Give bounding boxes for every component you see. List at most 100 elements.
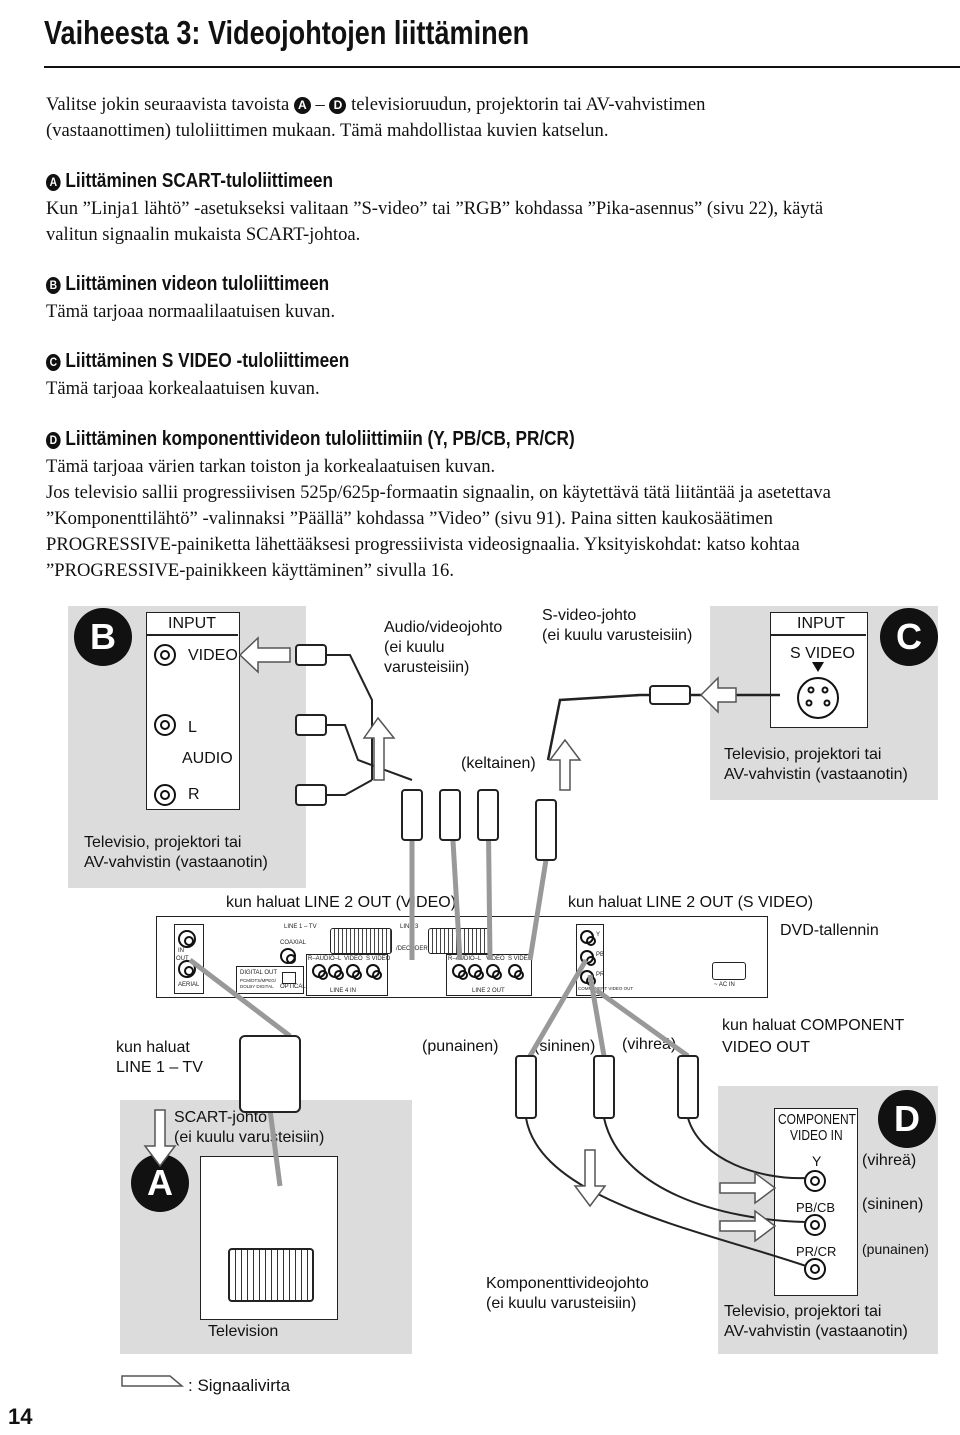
panel-svideo-2: S VIDEO (508, 956, 533, 962)
panel-acin: ~ AC IN (714, 982, 735, 988)
line4-l-jack (328, 964, 344, 980)
tv-b-caption-1: Televisio, projektori tai (84, 834, 242, 851)
panel-pcm: PCM/DTS/MPEG/ (240, 978, 277, 983)
panel-coaxial: COAXIAL (280, 940, 307, 946)
tv-a-panel (200, 1156, 338, 1320)
letter-d-badge: D (878, 1090, 936, 1148)
section-c-heading: C Liittäminen S VIDEO -tuloliittimeen (46, 350, 349, 373)
ac-in-port (712, 962, 746, 980)
scart-to-recorder (188, 958, 292, 1038)
tv-d-caption-2: AV-vahvistin (vastaanotin) (724, 1323, 908, 1340)
tv-c-caption-2: AV-vahvistin (vastaanotin) (724, 766, 908, 783)
panel-line3: LINE 3 (400, 924, 419, 930)
letter-d-icon: D (46, 432, 61, 449)
page-number: 14 (8, 1404, 33, 1429)
tv-b-audio-label: AUDIO (182, 750, 233, 767)
line2-svideo-jack (508, 964, 524, 980)
title-rule (44, 66, 960, 68)
tv-d-red-label: (punainen) (862, 1241, 929, 1257)
line2-video-label: kun haluat LINE 2 OUT (VIDEO) (226, 894, 457, 911)
component-cable-label-2: (ei kuulu varusteisiin) (486, 1295, 637, 1312)
tv-c-svideo-label: S VIDEO (790, 645, 855, 662)
red-label: (punainen) (422, 1038, 499, 1055)
letter-c-icon: C (46, 354, 61, 371)
tv-c-caption-1: Televisio, projektori tai (724, 746, 882, 763)
recorder-label: DVD-tallennin (780, 922, 879, 939)
tv-d-pr-label: PR/CR (796, 1244, 837, 1259)
panel-video-1: VIDEO (344, 956, 363, 962)
tv-b-caption-2: AV-vahvistin (vastaanotin) (84, 854, 268, 871)
section-a-body: Kun ”Linja1 lähtö” -asetukseksi valitaan… (46, 198, 824, 245)
av-cable-l-wire (320, 724, 413, 781)
tv-d-videoin-label: VIDEO IN (790, 1127, 843, 1144)
tv-c-divider (770, 634, 866, 636)
letter-b-badge: B (74, 608, 132, 666)
intro-line2: (vastaanottimen) tuloliittimen mukaan. T… (46, 120, 609, 141)
letter-b-icon: B (46, 277, 61, 294)
blue-label: (sininen) (534, 1038, 596, 1055)
comp-cable-b (603, 1117, 807, 1223)
line4-svideo-jack (366, 964, 382, 980)
page-title: Vaiheesta 3: Videojohtojen liittäminen (44, 14, 530, 51)
panel-aerial: AERIAL (178, 982, 200, 988)
section-a-heading: A Liittäminen SCART-tuloliittimeen (46, 170, 333, 193)
tv-d-pr-jack (804, 1258, 826, 1280)
line2-l-jack (468, 964, 484, 980)
letter-c-badge: C (880, 608, 938, 666)
panel-in: IN (178, 948, 184, 954)
av-cable-label-1: Audio/videojohto (384, 619, 503, 636)
tv-d-pb-label: PB/CB (796, 1200, 836, 1215)
line1-label-2: LINE 1 – TV (116, 1059, 203, 1076)
tv-d-component-label: COMPONENT (778, 1111, 856, 1128)
component-out-label-1: kun haluat COMPONENT (722, 1017, 905, 1034)
panel-line1tv: LINE 1 – TV (284, 924, 317, 930)
comp-wire-r (527, 958, 589, 1058)
digital-out-block (236, 966, 304, 994)
tv-b-input-label: INPUT (168, 615, 216, 632)
comp-cable-r (525, 1117, 807, 1267)
panel-y: Y (596, 932, 601, 938)
panel-compvideo: COMPONENT VIDEO OUT (578, 986, 634, 991)
coaxial-jack (280, 948, 296, 964)
intro-part2: televisioruudun, projektorin tai AV-vahv… (351, 94, 706, 115)
section-d-heading: D Liittäminen komponenttivideon tuloliit… (46, 428, 575, 451)
panel-digital-out: DIGITAL OUT (240, 970, 278, 976)
intro-text: Valitse jokin seuraavista tavoista A – D… (46, 92, 958, 144)
scart-socket (228, 1248, 314, 1302)
panel-video-2: VIDEO (486, 956, 505, 962)
video-in-jack (154, 644, 176, 666)
line2-svideo-label: kun haluat LINE 2 OUT (S VIDEO) (568, 894, 814, 911)
line4-video-jack (346, 964, 362, 980)
panel-line4-in: LINE 4 IN (330, 988, 357, 994)
tv-d-caption-1: Televisio, projektori tai (724, 1303, 882, 1320)
scart-cable-label-1: SCART-johto (174, 1109, 268, 1126)
panel-out: OUT (176, 956, 189, 962)
tv-a-caption: Television (208, 1323, 279, 1340)
audio-r-jack (154, 784, 176, 806)
tv-b-video-label: VIDEO (188, 647, 238, 664)
optical-port (282, 972, 296, 984)
tv-b-divider (146, 634, 238, 636)
svideo-to-recorder (527, 859, 549, 961)
component-out-label-2: VIDEO OUT (722, 1039, 811, 1056)
legend-arrow-icon (121, 1375, 185, 1387)
panel-raudio-2: R–AUDIO–L (448, 956, 482, 962)
legend-label: : Signaalivirta (188, 1376, 291, 1395)
letter-a-icon: A (293, 97, 311, 114)
svideo-cable-label-1: S-video-johto (542, 607, 637, 624)
intro-dash: – (315, 94, 325, 115)
section-b-body: Tämä tarjoaa normaalilaatuisen kuvan. (46, 301, 336, 322)
letter-d-icon: D (329, 97, 347, 114)
aerial-out-jack (178, 960, 196, 978)
aerial-in-jack (178, 930, 196, 948)
letter-a-icon: A (46, 174, 61, 191)
tv-d-pb-jack (804, 1214, 826, 1236)
panel-dolby: DOLBY DIGITAL (240, 984, 274, 989)
component-pr-jack (580, 970, 596, 986)
line4-r-jack (312, 964, 328, 980)
section-b-heading: B Liittäminen videon tuloliittimeen (46, 273, 329, 296)
panel-optical: OPTICAL (280, 984, 306, 990)
intro-part1: Valitse jokin seuraavista tavoista (46, 94, 290, 115)
scart-line1-port (330, 928, 392, 954)
tv-b-l-label: L (188, 719, 197, 736)
